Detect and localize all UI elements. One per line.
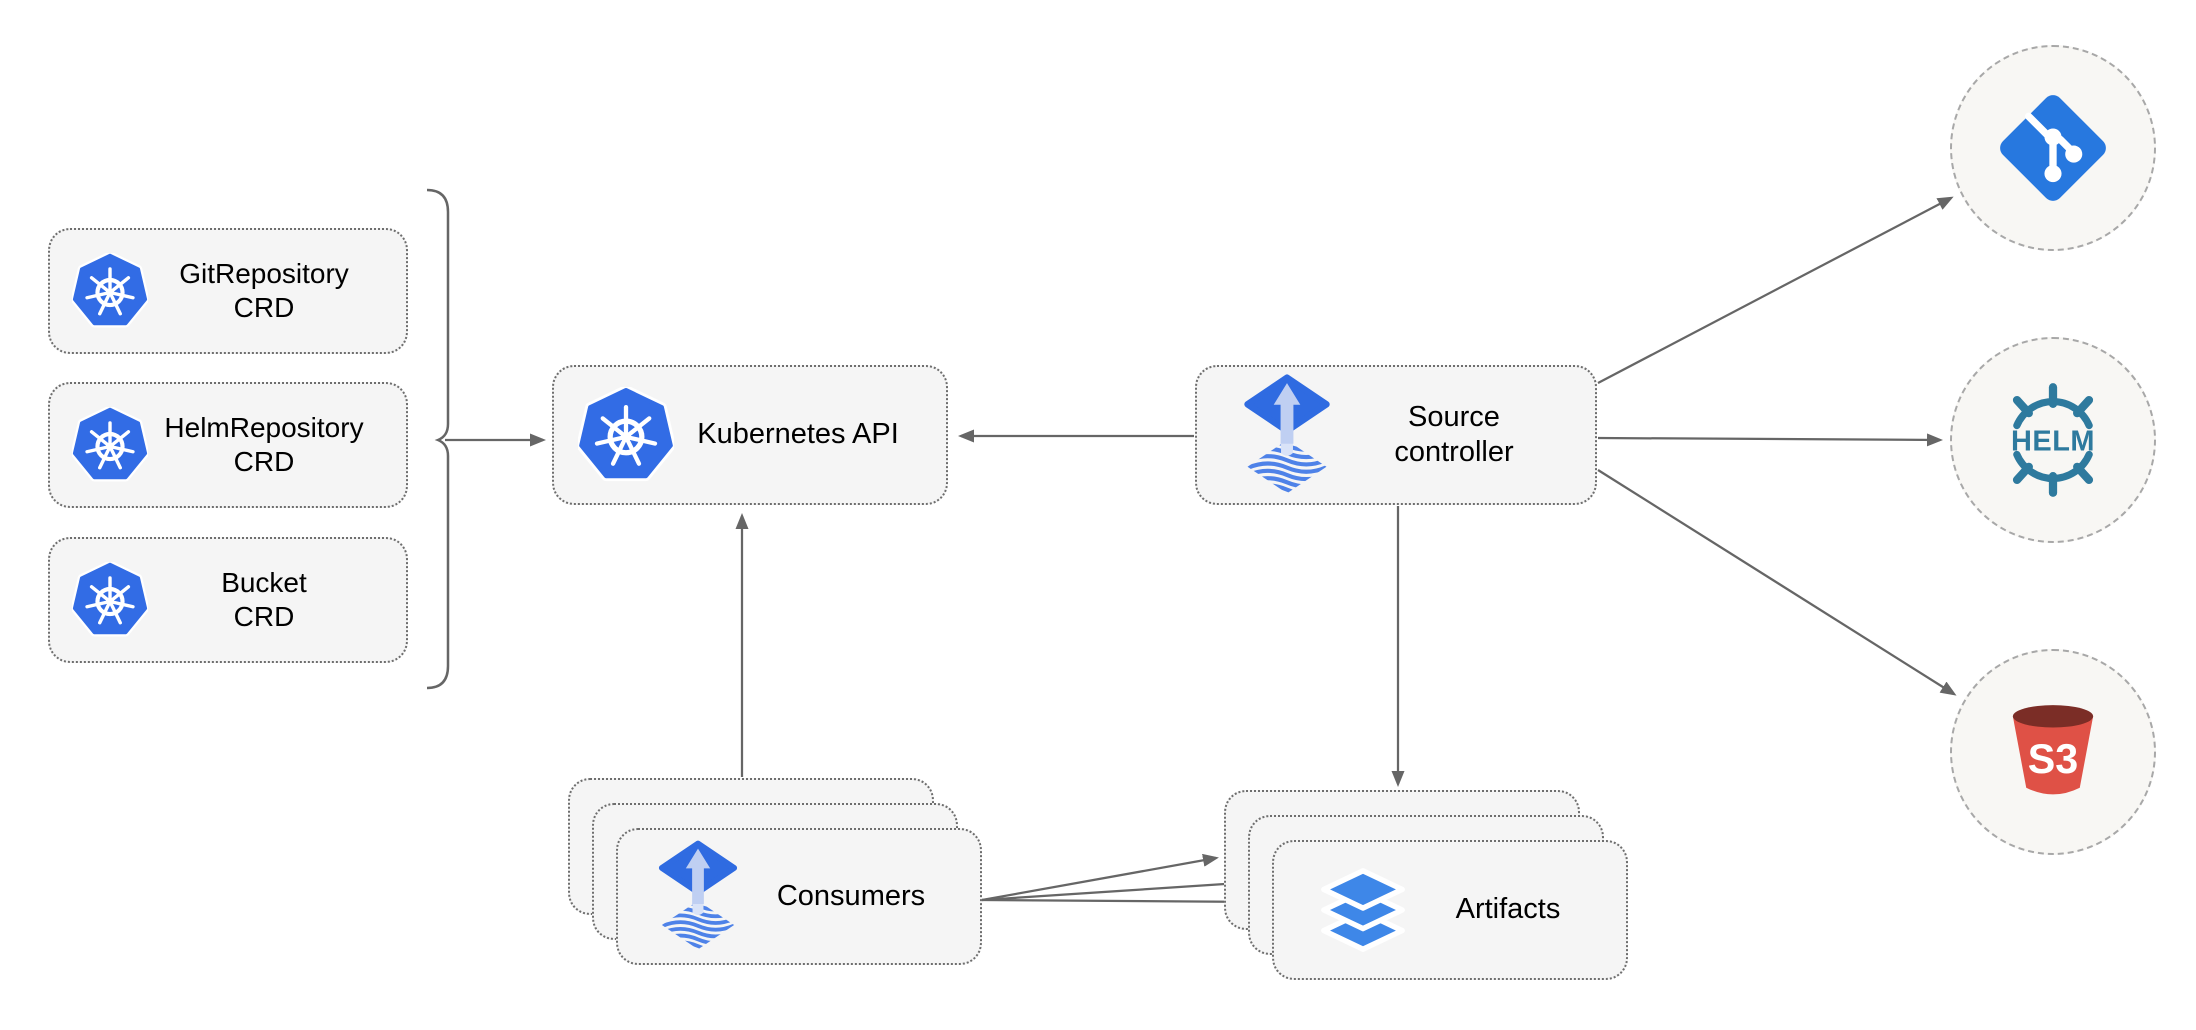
kubernetes-icon	[72, 253, 148, 329]
kubernetes-icon	[578, 387, 674, 483]
consumers-stack: Consumers	[568, 778, 984, 967]
crd-box-label: GitRepository CRD	[179, 257, 349, 323]
source-controller-label: Source controller	[1394, 400, 1514, 468]
layers-icon	[1321, 868, 1405, 952]
crd-box-helmrepository: HelmRepository CRD	[48, 382, 408, 508]
source-controller-box: Source controller	[1195, 365, 1597, 505]
kubernetes-icon	[72, 407, 148, 483]
artifacts-box: Artifacts	[1272, 840, 1628, 980]
helm-icon: HELM	[2011, 383, 2095, 497]
artifacts-stack: Artifacts	[1224, 790, 1630, 982]
consumers-label: Consumers	[776, 879, 926, 912]
s3-icon: S3	[2012, 705, 2094, 795]
kubernetes-icon	[72, 562, 148, 638]
kubernetes-api-box: Kubernetes API	[552, 365, 948, 505]
flux-icon	[1241, 374, 1333, 497]
flux-icon	[656, 840, 740, 953]
crd-box-label: Bucket CRD	[221, 566, 307, 632]
git-icon	[2000, 95, 2106, 201]
consumers-box: Consumers	[616, 828, 982, 965]
edge-consumers-to-artifacts-middle	[981, 877, 1243, 902]
edge-consumers-to-artifacts-back	[981, 853, 1219, 902]
edge-consumers-to-artifacts-front	[981, 895, 1267, 909]
artifacts-label: Artifacts	[1455, 893, 1561, 926]
helm-repository-circle: HELM	[1950, 337, 2156, 543]
s3-bucket-circle: S3	[1950, 649, 2156, 855]
crd-group-bracket	[426, 188, 450, 690]
helm-logo-text: HELM	[2011, 425, 2095, 457]
crd-box-label: HelmRepository CRD	[164, 411, 364, 477]
git-repository-circle	[1950, 45, 2156, 251]
kubernetes-api-label: Kubernetes API	[697, 418, 899, 451]
edge-source-to-s3	[1597, 469, 1957, 696]
crd-box-gitrepository: GitRepository CRD	[48, 228, 408, 354]
edge-source-to-git	[1597, 196, 1954, 384]
edge-source-to-helm	[1597, 433, 1943, 447]
s3-logo-text: S3	[2028, 736, 2078, 782]
crd-box-bucket: Bucket CRD	[48, 537, 408, 663]
